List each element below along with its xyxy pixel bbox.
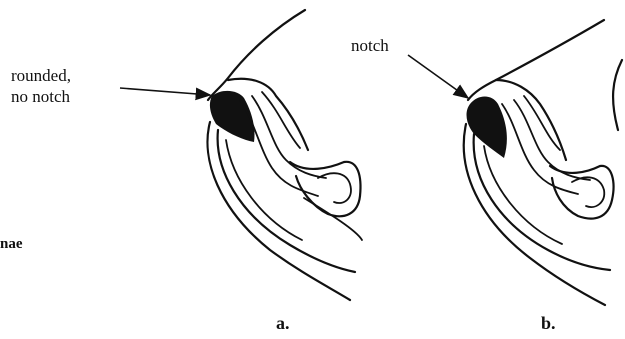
panel-label-b: b. bbox=[541, 313, 556, 334]
notched-dark-region bbox=[467, 97, 507, 159]
label-notch: notch bbox=[351, 35, 389, 56]
panel-label-a: a. bbox=[276, 313, 290, 334]
label-rounded-no-notch: rounded, no notch bbox=[11, 65, 71, 107]
arrow-rounded bbox=[120, 88, 210, 95]
arrow-notch bbox=[408, 55, 468, 98]
figure-a-drawing bbox=[208, 10, 363, 300]
figure-b-drawing bbox=[464, 20, 622, 305]
cut-off-text: nae bbox=[0, 236, 23, 253]
label-rounded-line1: rounded, bbox=[11, 65, 71, 86]
label-rounded-line2: no notch bbox=[11, 86, 71, 107]
